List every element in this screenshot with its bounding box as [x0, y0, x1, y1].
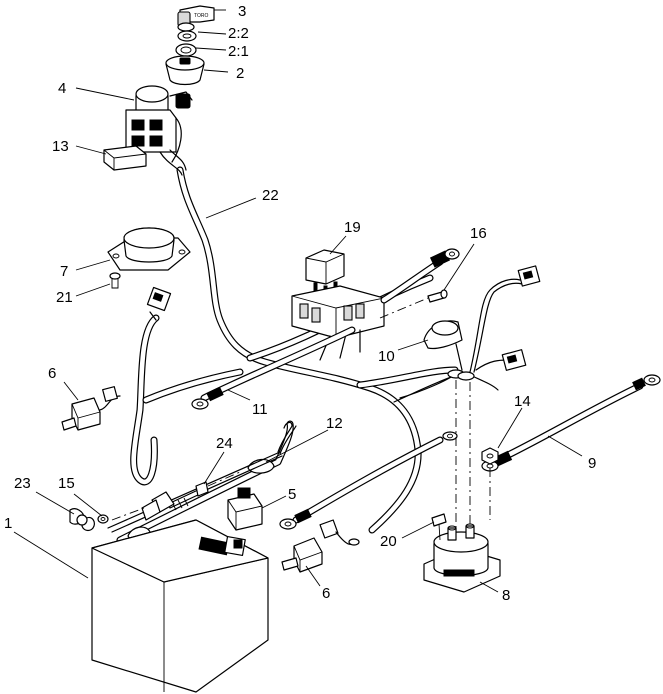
- callout-2-1: 2:1: [228, 43, 249, 60]
- callout-13: 13: [52, 138, 69, 155]
- bolt-20: [431, 513, 447, 541]
- callout-20: 20: [380, 533, 397, 550]
- callout-12: 12: [326, 415, 343, 432]
- positive-lead-terminal: [380, 248, 460, 304]
- callout-9: 9: [588, 455, 596, 472]
- switch-knob: [165, 55, 205, 86]
- callout-labels: 3 2:2 2:1 2 4 13 22 19 16 7 21 10 6 11 1…: [4, 3, 596, 604]
- short-lead: [279, 431, 458, 530]
- boot-5: [227, 487, 263, 531]
- assembly-line-6: [207, 471, 241, 487]
- callout-16: 16: [470, 225, 487, 242]
- connector-lower-middle: [319, 519, 360, 546]
- interlock-switch-lower: [281, 537, 323, 573]
- nut-14: [481, 447, 499, 465]
- leader-lines: [13, 9, 583, 593]
- key-brand-label: TORO: [194, 13, 208, 19]
- assembly-line-4: [379, 297, 429, 319]
- washer-15: [97, 514, 109, 524]
- circuit-breaker-10: [423, 320, 463, 371]
- callout-21: 21: [56, 289, 73, 306]
- key-switch-assembly: TORO: [165, 5, 215, 86]
- hour-meter: [107, 227, 191, 271]
- fuse-block: [291, 285, 385, 361]
- callout-24: 24: [216, 435, 233, 452]
- wire-harness: [176, 166, 459, 534]
- starter-solenoid: [423, 523, 501, 593]
- callout-8: 8: [502, 587, 510, 604]
- callout-6-lower: 6: [322, 585, 330, 602]
- clamp-bracket: [141, 491, 175, 521]
- battery: [91, 519, 269, 693]
- relay: [305, 249, 345, 295]
- ground-cable-11: [191, 326, 356, 410]
- callout-11: 11: [252, 401, 268, 418]
- interlock-switch-upper: [61, 386, 118, 431]
- callout-2-2: 2:2: [228, 25, 249, 42]
- wing-nut-23: [69, 508, 95, 532]
- connector-13: [103, 145, 147, 171]
- screw-16: [427, 289, 448, 303]
- ignition-switch: [125, 85, 193, 176]
- callout-5: 5: [288, 486, 296, 503]
- callout-3: 3: [238, 3, 246, 20]
- callout-23: 23: [14, 475, 31, 492]
- callout-6-upper: 6: [48, 365, 56, 382]
- left-loop-wire: [130, 286, 172, 486]
- callout-2: 2: [236, 65, 244, 82]
- callout-4: 4: [58, 80, 66, 97]
- ignition-key: TORO: [177, 5, 215, 32]
- callout-1: 1: [4, 515, 12, 532]
- screw-21: [109, 272, 121, 289]
- assembly-line-5: [111, 507, 145, 521]
- washer-2-2: [177, 30, 197, 42]
- callout-7: 7: [60, 263, 68, 280]
- nut-2-1: [175, 43, 197, 57]
- callout-14: 14: [514, 393, 531, 410]
- callout-10: 10: [378, 348, 395, 365]
- callout-15: 15: [58, 475, 75, 492]
- callout-19: 19: [344, 219, 361, 236]
- battery-cable-9: [481, 374, 661, 472]
- right-side-wires: [393, 265, 541, 403]
- callout-22: 22: [262, 187, 279, 204]
